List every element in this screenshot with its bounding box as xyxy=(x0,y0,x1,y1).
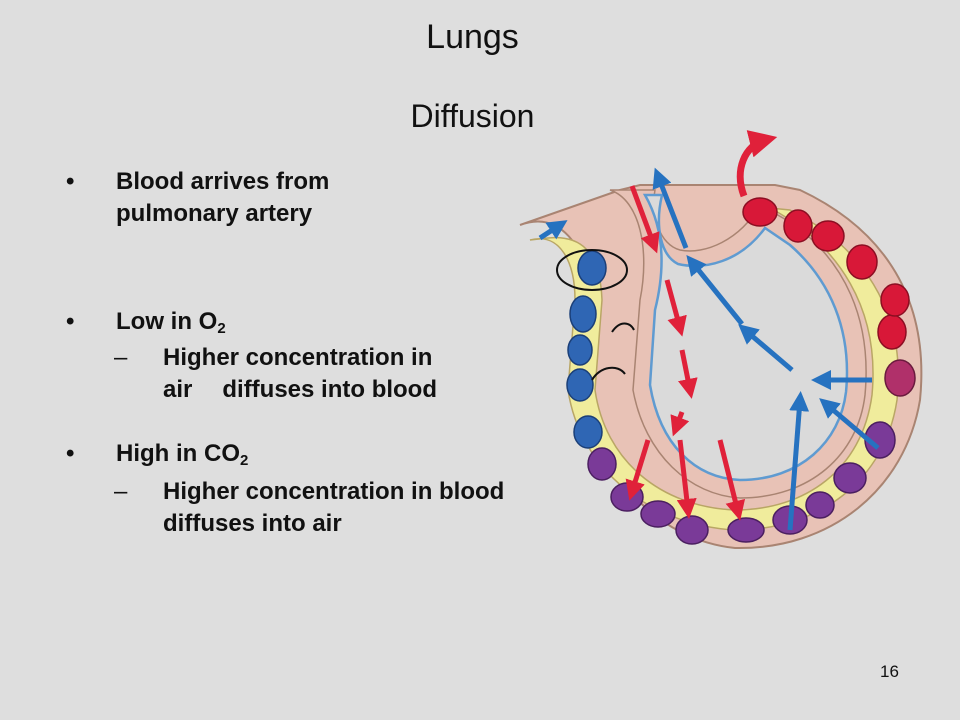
subbullet-dash: – xyxy=(114,344,128,371)
bullet-text: Low in O2 xyxy=(116,306,416,338)
subbullet-text: Higher concentration in blood diffuses i… xyxy=(163,478,505,537)
subbullet-dash: – xyxy=(114,478,128,505)
bullet-marker: • xyxy=(66,440,75,467)
slide-subtitle: Diffusion xyxy=(410,98,535,134)
subbullet-line2a: air xyxy=(163,376,193,403)
bullet-marker: • xyxy=(66,308,75,335)
bullet-text: Blood arrives from pulmonary artery xyxy=(116,168,330,227)
bullet-text: High in CO2 xyxy=(116,438,416,470)
subscript: 2 xyxy=(239,452,249,469)
bullet-marker: • xyxy=(66,168,75,195)
subscript: 2 xyxy=(217,320,226,337)
callout-rings xyxy=(556,249,635,381)
subbullet-text: Higher concentration in air diffuses into … xyxy=(163,342,533,406)
alveolus-capillary-diagram xyxy=(519,130,923,550)
bullet-text-main: High in CO xyxy=(116,440,240,467)
o2-arrows xyxy=(625,185,746,521)
slide-title: Lungs xyxy=(426,18,519,56)
oxygenated-exit-arrow xyxy=(736,130,778,198)
subbullet-line1: Higher concentration in xyxy=(163,344,433,371)
bullet-text-main: Low in O xyxy=(116,308,218,335)
subbullet-line2b: diffuses into blood xyxy=(222,376,437,403)
co2-arrows xyxy=(538,167,880,531)
page-number: 16 xyxy=(880,662,899,681)
